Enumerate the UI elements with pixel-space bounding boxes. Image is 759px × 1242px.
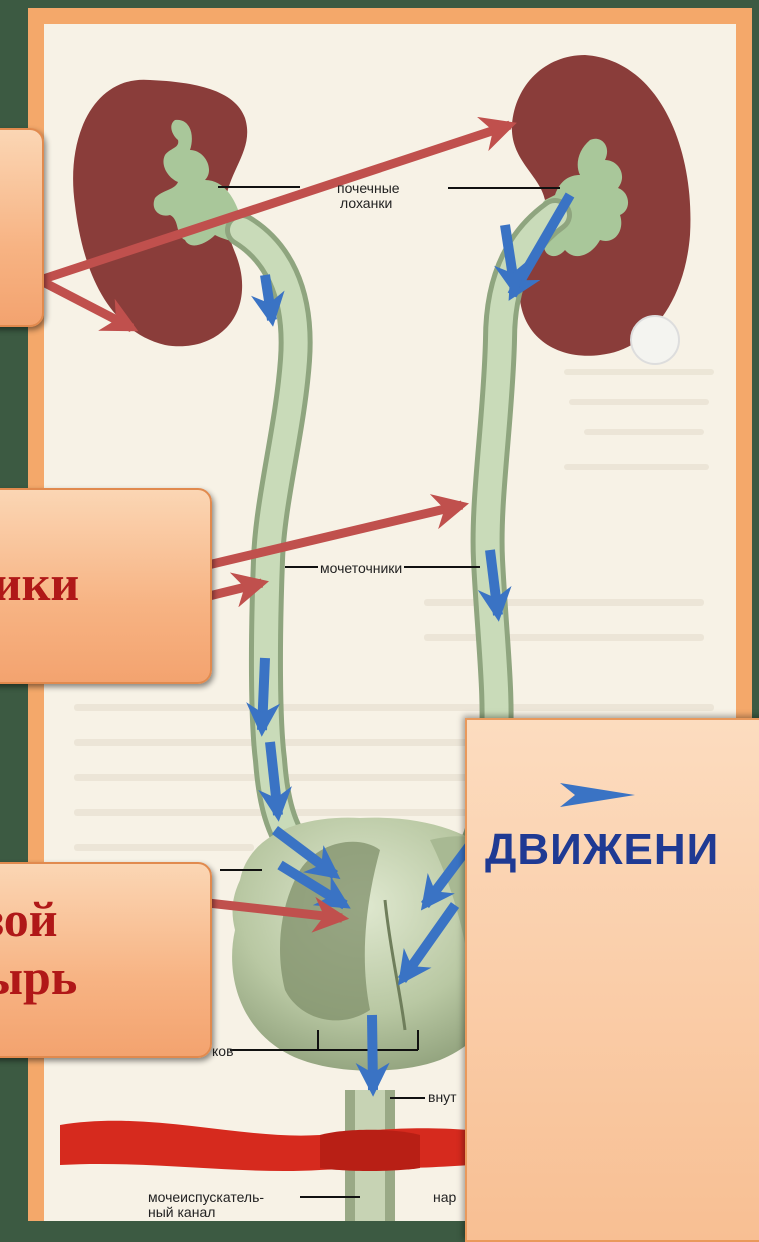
callout-bladder-line2: ырь xyxy=(0,948,77,1006)
legend-label: ДВИЖЕНИ xyxy=(485,825,719,875)
label-sphincters-partial: ков xyxy=(212,1044,234,1059)
label-ureters: мочеточники xyxy=(318,561,404,576)
callout-ureters-text: ники xyxy=(0,554,79,612)
flow-arrow-bladder-outflow xyxy=(372,1015,373,1090)
pointer-arrow-to-right-ureter xyxy=(208,505,462,565)
label-urethra-line1: мочеиспускатель- xyxy=(148,1190,264,1205)
label-internal-partial: внут xyxy=(428,1090,457,1105)
label-renal-pelvis-line1: почечные xyxy=(337,181,400,196)
callout-kidneys xyxy=(0,128,44,327)
callout-ureters: ники xyxy=(0,488,212,684)
callout-bladder-line1: зой xyxy=(0,890,58,948)
label-renal-pelvis-line2: лоханки xyxy=(340,196,392,211)
legend-box: ДВИЖЕНИ xyxy=(465,718,759,1242)
flow-arrow-left-ureter-1 xyxy=(262,658,265,730)
legend-arrow-icon xyxy=(555,775,645,815)
white-dot xyxy=(631,316,679,364)
label-external-partial: нар xyxy=(433,1190,456,1205)
flow-arrow-left-kidney xyxy=(265,275,272,320)
label-urethra-line2: ный канал xyxy=(148,1205,215,1220)
callout-bladder: зой ырь xyxy=(0,862,212,1058)
